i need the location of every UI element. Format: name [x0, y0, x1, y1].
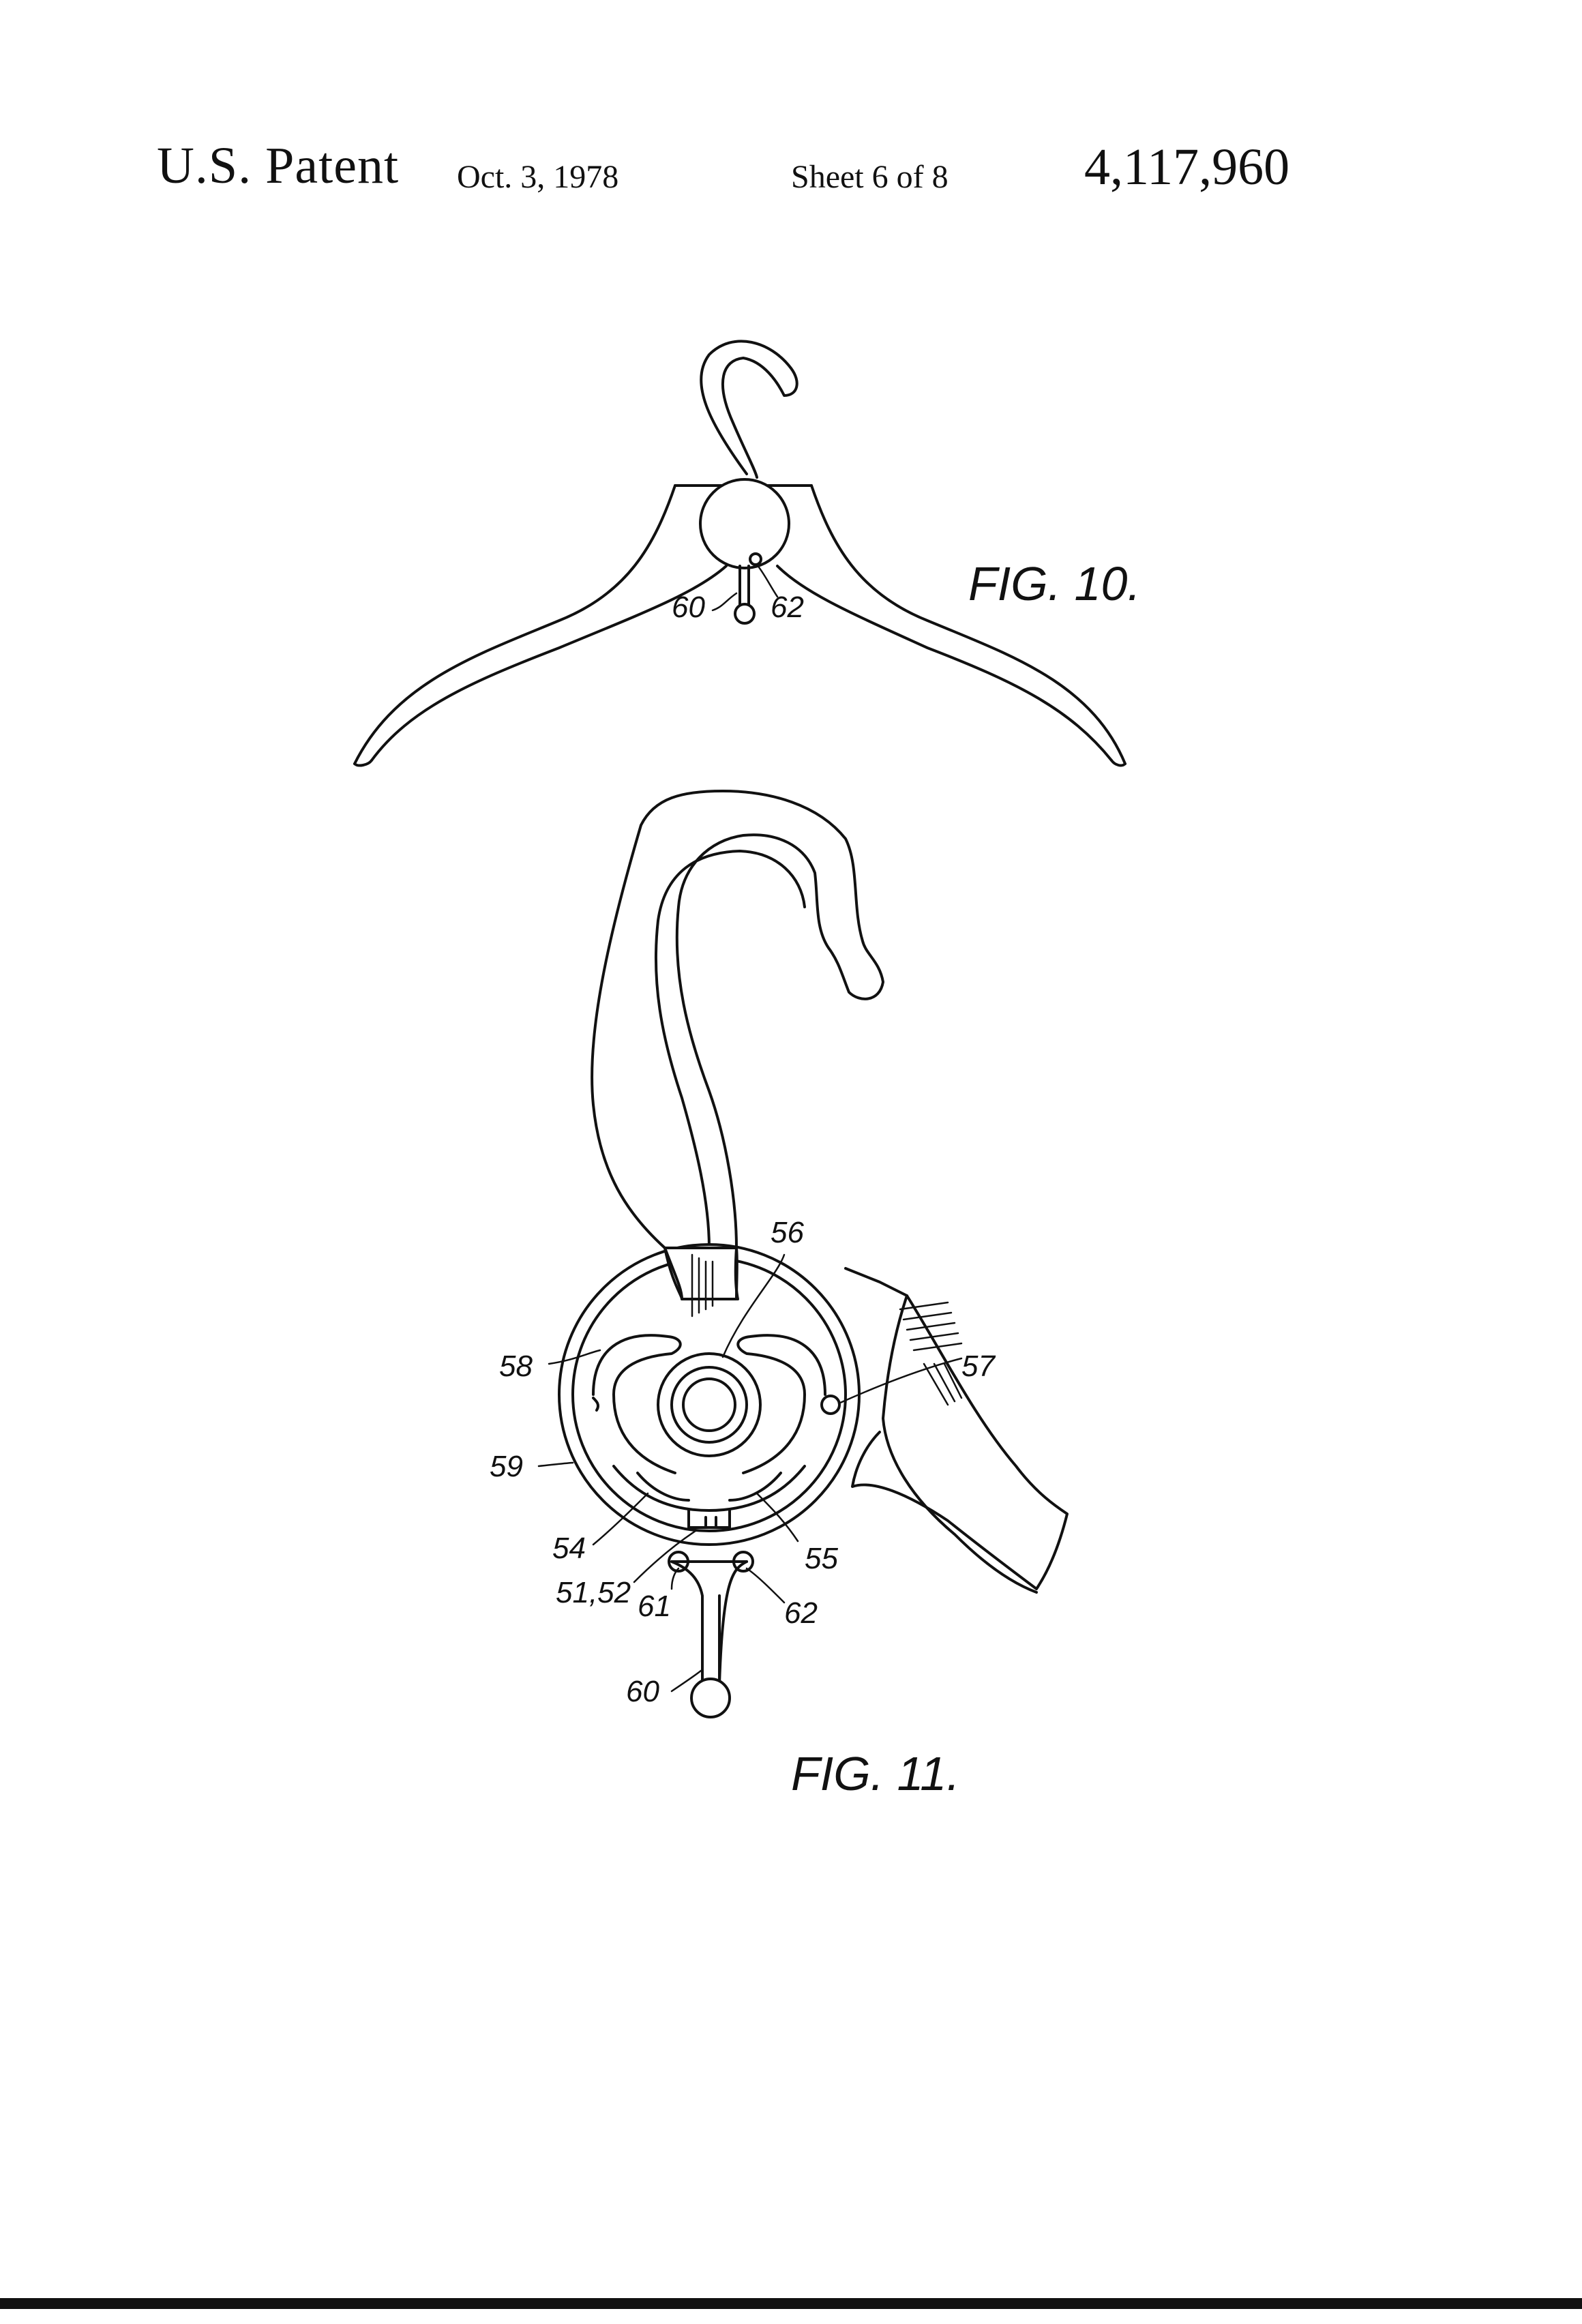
fig-11-ref-60: 60 — [626, 1675, 659, 1708]
fig-11-ref-54: 54 — [552, 1532, 586, 1565]
fig-11-hub-drawing — [559, 791, 1067, 1717]
bottom-border-line — [0, 2298, 1582, 2309]
fig-10-hanger-drawing — [355, 341, 1125, 765]
fig-10-caption: FIG. 10. — [968, 557, 1141, 610]
fig-11-ref-59: 59 — [490, 1450, 523, 1483]
fig-11-caption: FIG. 11. — [791, 1747, 960, 1800]
fig-11-ref-58: 58 — [499, 1350, 533, 1383]
leader-59 — [539, 1463, 573, 1466]
fig-11-ref-61: 61 — [638, 1590, 671, 1623]
fig-10-ref-62: 62 — [771, 591, 804, 624]
fig-11-ref-51-52: 51,52 — [556, 1576, 631, 1609]
fig-10-ref-60: 60 — [672, 591, 705, 624]
fig-11-ref-56: 56 — [771, 1216, 804, 1249]
leader-62 — [747, 1568, 784, 1603]
fig-11-ref-62: 62 — [784, 1596, 818, 1630]
fig-11-ref-55: 55 — [805, 1542, 838, 1575]
fig-11-ref-57: 57 — [961, 1350, 996, 1383]
